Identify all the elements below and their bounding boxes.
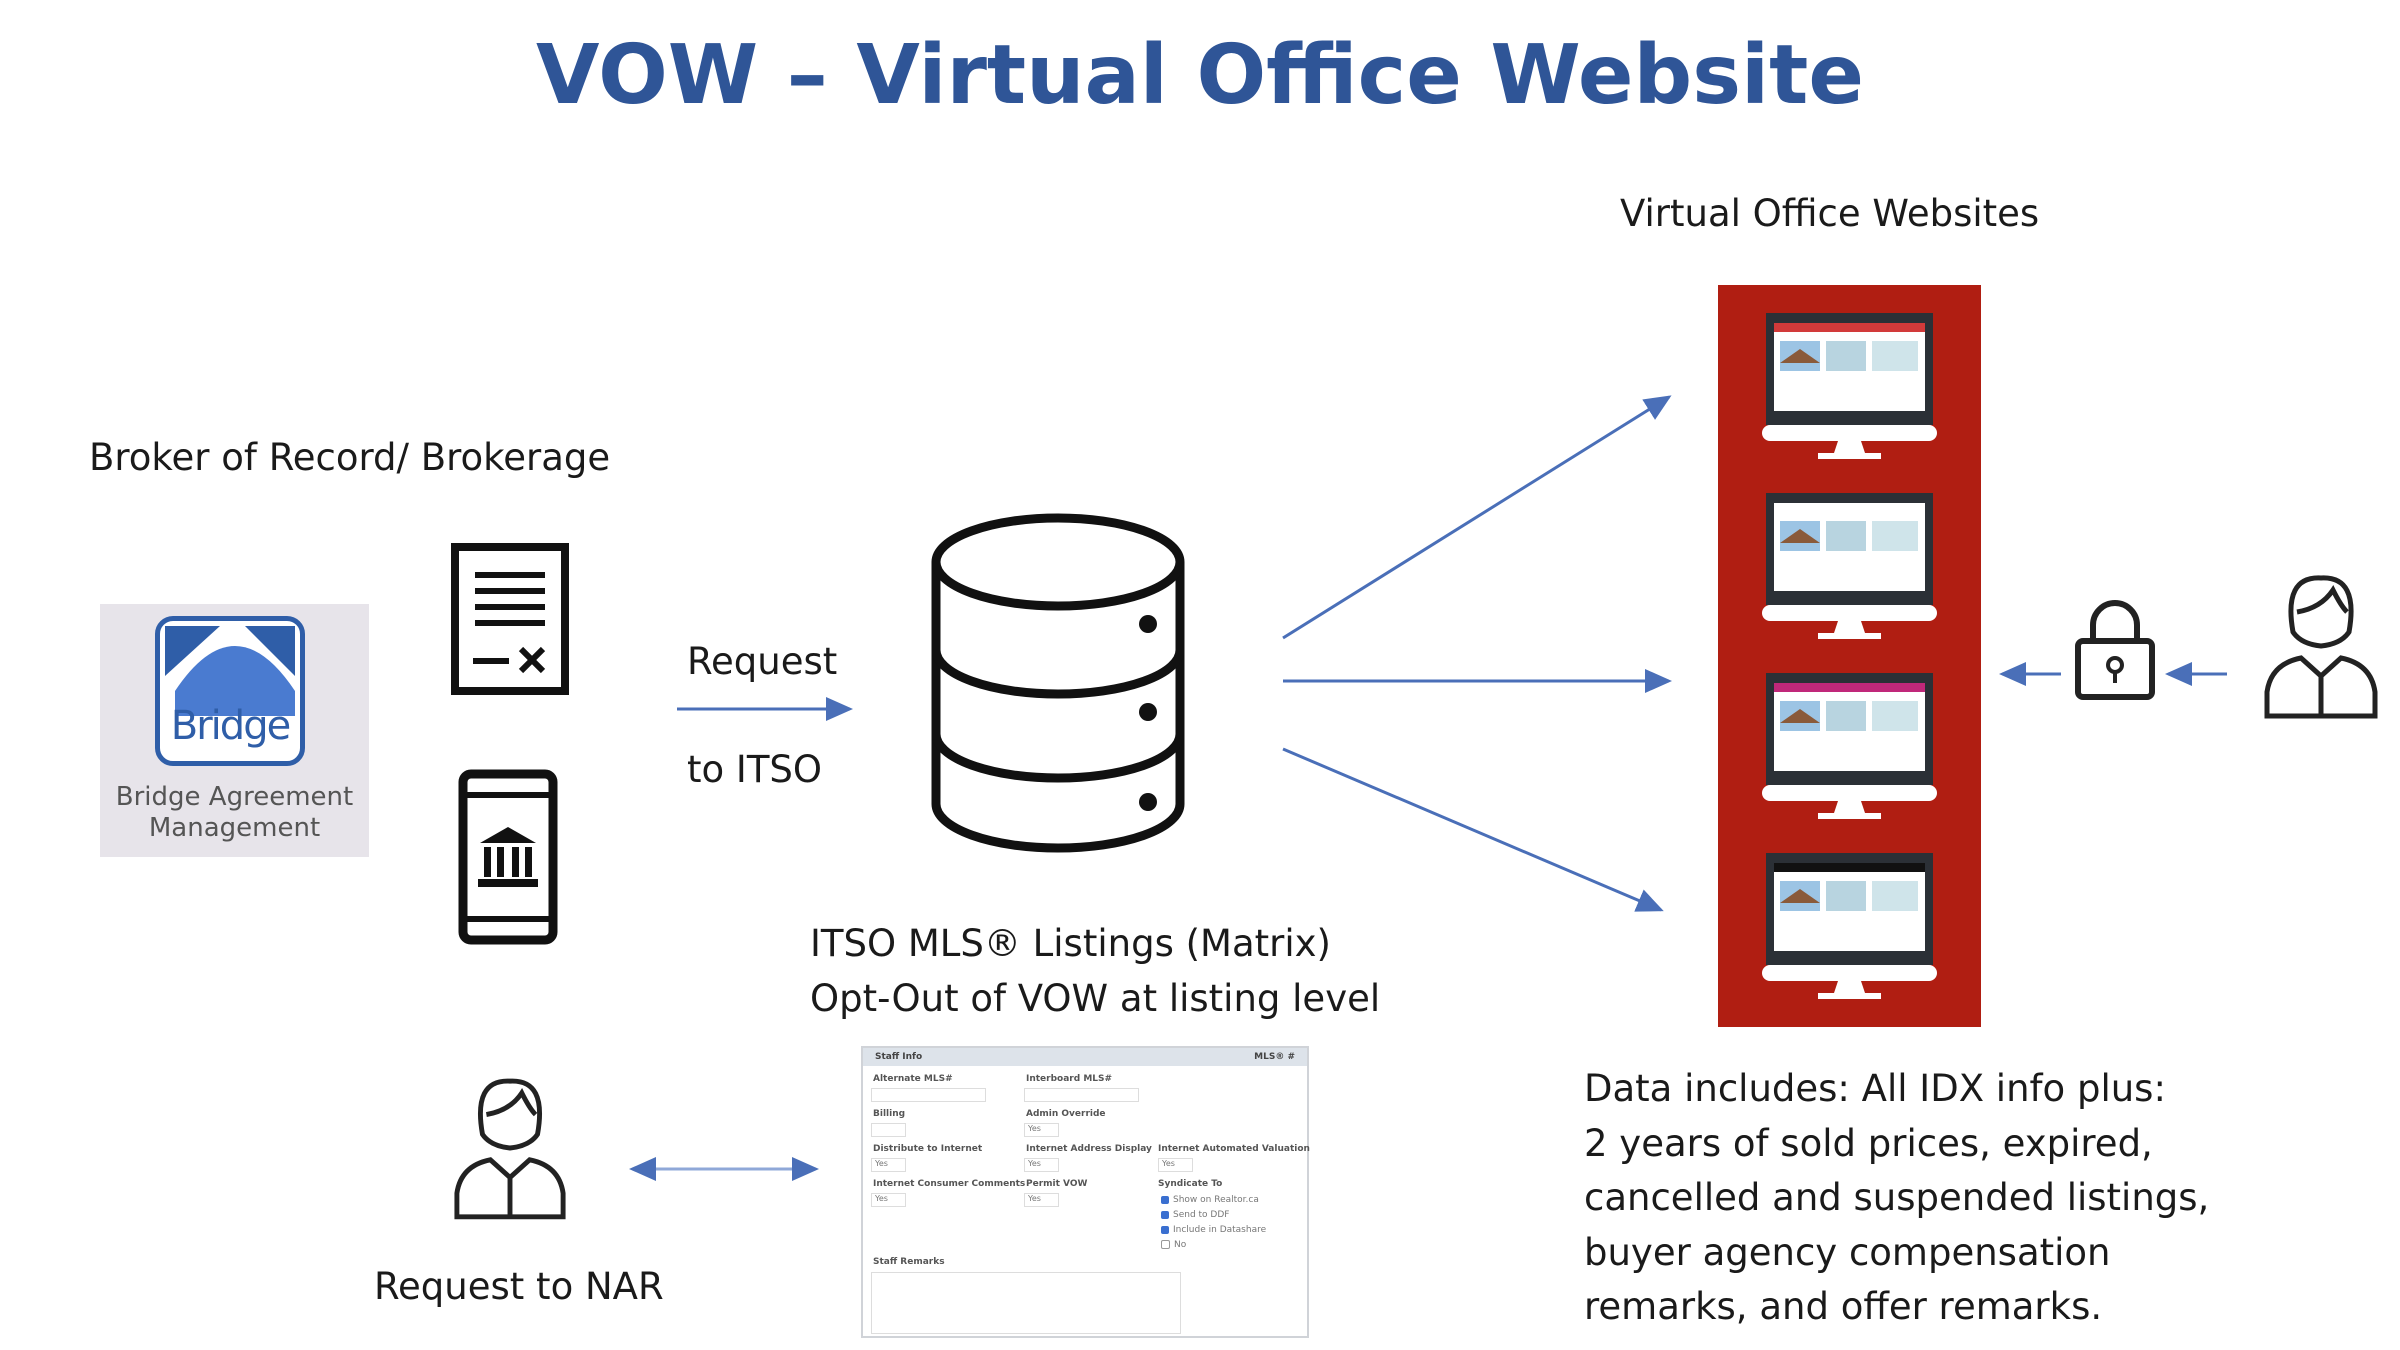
database-icon (931, 513, 1185, 853)
request-nar-label: Request to NAR (374, 1265, 664, 1308)
data-includes-text: Data includes: All IDX info plus: 2 year… (1584, 1067, 2210, 1328)
vow-sites-panel (1718, 285, 1981, 1027)
address-display-select: Yes (1024, 1158, 1059, 1172)
arrow-vow-1 (1282, 395, 1672, 640)
broker-label: Broker of Record/ Brokerage (89, 436, 611, 479)
admin-override-select: Yes (1024, 1123, 1059, 1137)
avm-select: Yes (1158, 1158, 1193, 1172)
alt-mls-input (871, 1088, 986, 1102)
page-title: VOW – Virtual Office Website (536, 28, 1864, 123)
monitor-icon (1762, 313, 1937, 459)
to-itso-label: to ITSO (687, 748, 823, 791)
monitor-stack (1762, 313, 1937, 999)
permit-vow-select: Yes (1024, 1193, 1059, 1207)
monitor-icon (1762, 853, 1937, 999)
staff-remarks-textarea (871, 1272, 1181, 1334)
vow-sites-label: Virtual Office Websites (1620, 192, 2040, 235)
request-label: Request (687, 640, 838, 683)
document-icon (451, 543, 569, 695)
person-icon (2264, 575, 2378, 719)
monitor-icon (1762, 493, 1937, 639)
bridge-logo: Bridge (155, 616, 305, 766)
billing-select (871, 1123, 906, 1137)
itso-label-1: ITSO MLS® Listings (Matrix) (810, 922, 1331, 965)
arrow-vow-3 (1282, 747, 1664, 912)
consumer-comments-select: Yes (871, 1193, 906, 1207)
itso-label-2: Opt-Out of VOW at listing level (810, 977, 1381, 1020)
mobile-bank-icon (458, 769, 558, 945)
interboard-mls-input (1024, 1088, 1139, 1102)
person-icon (454, 1078, 566, 1220)
bridge-caption: Bridge Agreement Management (115, 782, 354, 843)
monitor-icon (1762, 673, 1937, 819)
distribute-select: Yes (871, 1158, 906, 1172)
lock-icon (2075, 600, 2155, 700)
bridge-agreement-box: Bridge Bridge Agreement Management (100, 604, 369, 857)
